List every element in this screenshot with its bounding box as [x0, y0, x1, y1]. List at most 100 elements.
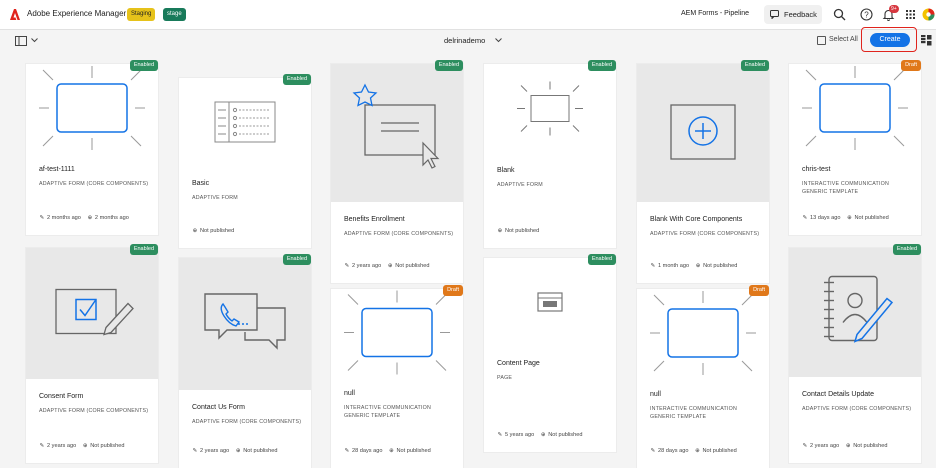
frame-rays-thumbnail-icon[interactable] — [637, 289, 769, 377]
blank-rays-thumbnail-icon[interactable] — [484, 64, 616, 153]
chat-phone-thumbnail-icon[interactable] — [179, 258, 311, 390]
globe-icon: ⊕ — [695, 448, 700, 454]
adobe-logo-icon[interactable] — [8, 8, 22, 21]
app-title[interactable]: Adobe Experience Manager — [27, 9, 127, 18]
card-meta: ✎2 years ago⊕Not published — [344, 263, 430, 269]
top-nav: Adobe Experience Manager Staging stage A… — [0, 0, 936, 30]
card-title[interactable]: chris-test — [802, 166, 831, 173]
card-title[interactable]: Consent Form — [39, 393, 84, 400]
frame-rays-thumbnail-icon[interactable] — [26, 64, 158, 152]
card-title[interactable]: Content Page — [497, 360, 540, 367]
modified-time: 2 months ago — [47, 215, 81, 221]
notification-count-badge: 9+ — [889, 5, 899, 13]
modified-time: 2 years ago — [352, 263, 382, 269]
card-meta: ✎2 years ago⊕Not published — [192, 448, 278, 454]
status-badge: Enabled — [282, 254, 311, 265]
select-all-label: Select All — [829, 36, 858, 43]
publish-status: Not published — [396, 448, 431, 454]
globe-icon: ⊕ — [695, 263, 701, 269]
publish-status: Not published — [703, 263, 738, 269]
frame-rays-thumbnail-icon[interactable] — [789, 64, 921, 152]
modified-time: 1 month ago — [658, 263, 690, 269]
globe-icon: ⊕ — [235, 448, 241, 454]
card-title[interactable]: null — [344, 390, 355, 397]
pencil-icon: ✎ — [344, 448, 350, 454]
card-type: ADAPTIVE FORM — [192, 195, 238, 201]
status-badge: Draft — [901, 60, 921, 71]
folder-title[interactable]: delrinademo — [444, 36, 486, 45]
form-layout-thumbnail-icon[interactable] — [179, 78, 311, 166]
publish-status: Not published — [854, 215, 889, 221]
globe-icon: ⊕ — [192, 228, 198, 234]
card-title[interactable]: Blank — [497, 167, 515, 174]
card-title[interactable]: Benefits Enrollment — [344, 216, 405, 223]
pencil-icon: ✎ — [802, 215, 808, 221]
card-title[interactable]: Contact Us Form — [192, 404, 245, 411]
modified-time: 28 days ago — [352, 448, 383, 454]
card-type: INTERACTIVE COMMUNICATION GENERIC TEMPLA… — [802, 181, 890, 195]
folder-chevron-down-icon[interactable] — [495, 38, 502, 43]
pencil-icon: ✎ — [650, 263, 656, 269]
chevron-down-icon[interactable] — [31, 38, 38, 43]
feedback-label: Feedback — [784, 10, 817, 19]
create-highlight: Create — [861, 27, 917, 52]
select-all-button[interactable]: Select All — [817, 36, 858, 45]
help-icon[interactable]: ? — [860, 8, 873, 21]
card-type: ADAPTIVE FORM (CORE COMPONENTS) — [344, 231, 454, 237]
modified-time: 5 years ago — [505, 432, 535, 438]
search-icon[interactable] — [833, 8, 846, 21]
card-title[interactable]: null — [650, 391, 661, 398]
card-type: ADAPTIVE FORM (CORE COMPONENTS) — [39, 408, 149, 414]
view-switcher-icon[interactable] — [921, 35, 932, 46]
status-badge: Enabled — [892, 244, 921, 255]
create-button[interactable]: Create — [870, 33, 910, 47]
pencil-icon: ✎ — [497, 432, 503, 438]
plus-circle-thumbnail-icon[interactable] — [637, 64, 769, 202]
card-title[interactable]: Basic — [192, 180, 210, 187]
pencil-icon: ✎ — [650, 448, 656, 454]
page-icon-thumbnail-icon[interactable] — [484, 258, 616, 346]
card-type: INTERACTIVE COMMUNICATION GENERIC TEMPLA… — [650, 406, 738, 420]
checkbox-pen-thumbnail-icon[interactable] — [26, 248, 158, 379]
modified-time: 13 days ago — [810, 215, 841, 221]
card-title[interactable]: af-test-1111 — [39, 166, 75, 173]
card-type: INTERACTIVE COMMUNICATION GENERIC TEMPLA… — [344, 405, 432, 419]
card-title[interactable]: Contact Details Update — [802, 391, 874, 398]
globe-icon: ⊕ — [82, 443, 88, 449]
card-title[interactable]: Blank With Core Components — [650, 216, 743, 223]
program-switcher[interactable]: AEM Forms - Pipeline — [681, 10, 750, 17]
pencil-icon: ✎ — [39, 443, 45, 449]
pencil-icon: ✎ — [344, 263, 350, 269]
publish-status: Not published — [200, 228, 235, 234]
card-meta: ✎5 years ago⊕Not published — [497, 432, 583, 438]
svg-text:?: ? — [864, 10, 869, 19]
card-type: ADAPTIVE FORM (CORE COMPONENTS) — [39, 181, 149, 187]
rail-toggle-icon[interactable] — [15, 36, 27, 46]
globe-icon: ⊕ — [847, 215, 852, 221]
user-avatar-icon[interactable] — [922, 8, 935, 21]
publish-status: Not published — [853, 443, 888, 449]
card-meta: ✎1 month ago ⊕Not published — [650, 263, 738, 269]
app-switcher-grid-icon[interactable] — [904, 8, 917, 21]
environment-tag-staging: Staging — [127, 8, 156, 21]
notebook-pen-thumbnail-icon[interactable] — [789, 248, 921, 377]
globe-icon: ⊕ — [87, 215, 93, 221]
feedback-button[interactable]: Feedback — [764, 5, 822, 24]
globe-icon: ⊕ — [387, 263, 393, 269]
frame-rays-thumbnail-icon[interactable] — [331, 289, 463, 376]
star-cursor-thumbnail-icon[interactable] — [331, 64, 463, 202]
status-badge: Enabled — [282, 74, 311, 85]
modified-time: 2 years ago — [810, 443, 840, 449]
